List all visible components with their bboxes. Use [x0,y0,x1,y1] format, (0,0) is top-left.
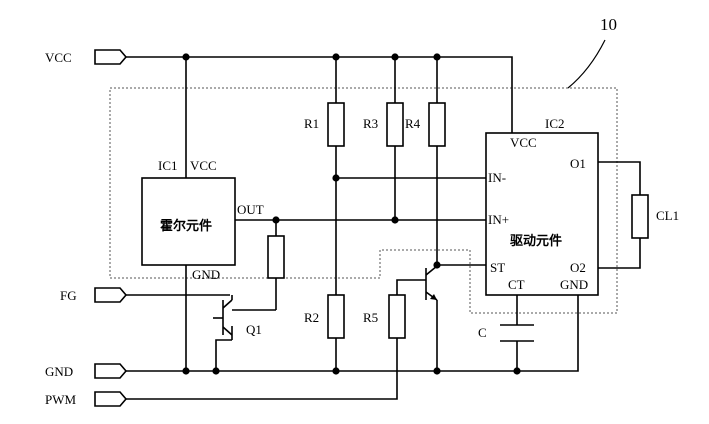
resistor-r1: R1 [304,102,345,147]
junction-dots [182,53,521,375]
ic1-name: IC1 [158,158,178,173]
ic2-ct-pin: CT [508,277,525,292]
r1-label: R1 [304,116,319,131]
resistor-r4: R4 [405,102,446,147]
ic1-body-label: 霍尔元件 [160,218,212,234]
ic2-in-plus-pin: IN+ [488,212,509,227]
ic2-body-label: 驱动元件 [510,233,562,249]
ic1-gnd-pin: GND [192,267,220,282]
r2-label: R2 [304,310,319,325]
ic2-o1-pin: O1 [570,156,586,171]
ic2-st-pin: ST [490,260,505,275]
port-vcc-label: VCC [45,50,72,65]
resistor-r3: R3 [363,102,404,147]
port-fg: FG [60,287,128,303]
transistor-q1: Q1 [213,295,262,337]
r5-label: R5 [363,310,378,325]
ic1-hall-element: IC1 VCC OUT GND 霍尔元件 [141,158,264,282]
resistor-r2: R2 [304,294,345,339]
resistor-cl1: CL1 [631,194,679,239]
ic2-in-minus-pin: IN- [488,170,506,185]
ic1-out-pin: OUT [237,202,264,217]
ic2-name: IC2 [545,116,565,131]
q1-label: Q1 [246,322,262,337]
module-label: 10 [600,15,617,34]
ic1-vcc-pin: VCC [190,158,217,173]
capacitor-c: C [478,324,534,342]
r3-label: R3 [363,116,378,131]
port-fg-label: FG [60,288,77,303]
r4-label: R4 [405,116,421,131]
transistor-q2 [425,265,438,301]
port-gnd: GND [45,363,128,379]
resistor-pullup [267,235,285,279]
ic2-o2-pin: O2 [570,260,586,275]
port-pwm: PWM [45,391,128,407]
ic2-vcc-pin: VCC [510,135,537,150]
ic2-driver-element: VCC IC2 IN- IN+ ST CT GND O1 O2 驱动元件 [485,116,599,296]
cl1-label: CL1 [656,208,679,223]
module-boundary [109,87,618,314]
port-pwm-label: PWM [45,392,77,407]
ic2-gnd-pin: GND [560,277,588,292]
resistor-r5: R5 [363,294,406,339]
c-label: C [478,325,487,340]
port-gnd-label: GND [45,364,73,379]
module-leader-line [567,39,606,89]
port-vcc: VCC [45,49,128,65]
